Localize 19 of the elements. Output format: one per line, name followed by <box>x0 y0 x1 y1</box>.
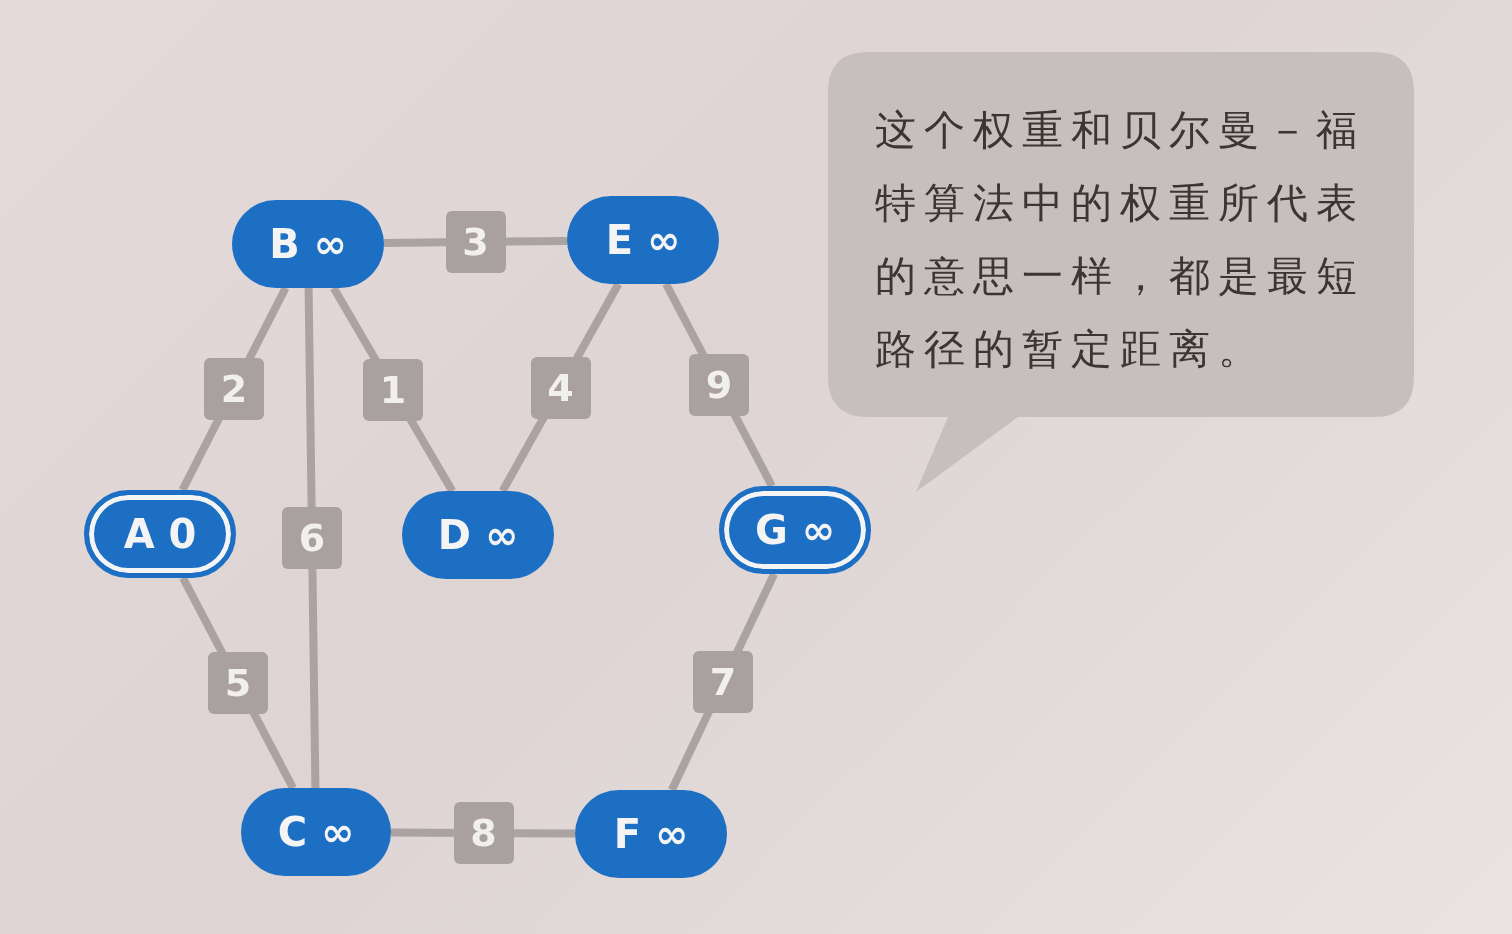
double-outlined-node: A 0 <box>84 490 236 578</box>
weight-label: 8 <box>453 802 514 864</box>
vertex-node: B ∞ <box>232 200 384 288</box>
vertex-node: D ∞ <box>402 491 554 579</box>
weight-label: 4 <box>530 356 591 419</box>
speech-bubble <box>828 52 1414 492</box>
callout-text: 这个权重和贝尔曼－福特算法中的权重所代表的意思一样，都是最短路径的暂定距离。 <box>875 105 1366 375</box>
weight-label: 2 <box>204 358 264 420</box>
double-outlined-node: G ∞ <box>719 486 871 574</box>
vertex-node: C ∞ <box>241 788 391 876</box>
weight-label: 9 <box>689 354 749 416</box>
weight-label: 1 <box>363 358 423 421</box>
weight-label: 7 <box>693 651 753 713</box>
weight-label: 6 <box>282 507 342 569</box>
vertex-node: F ∞ <box>575 790 727 878</box>
weight-label: 5 <box>208 652 268 714</box>
edge-line <box>304 287 320 789</box>
weight-label: 3 <box>445 211 506 273</box>
vertex-node: E ∞ <box>567 196 719 284</box>
